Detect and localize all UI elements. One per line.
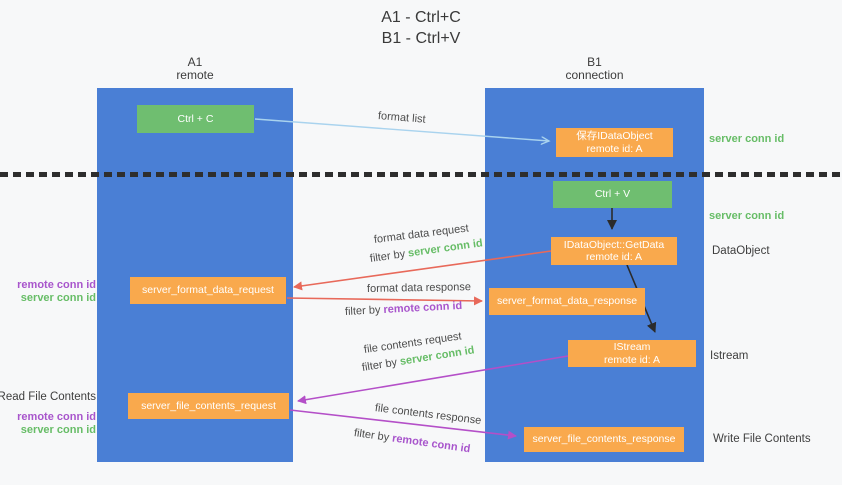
filter-by-text: filter by (344, 303, 384, 318)
ctrl-c-label: Ctrl + C (177, 112, 214, 125)
format-request-node: server_format_data_request (130, 277, 286, 304)
save-dataobject-line1: 保存IDataObject (576, 130, 653, 142)
lifeline-a-name: A1 (187, 55, 203, 69)
write-file-contents-label: Write File Contents (713, 433, 811, 445)
ctrl-v-node: Ctrl + V (553, 181, 672, 208)
ctrl-v-label: Ctrl + V (594, 188, 631, 201)
getdata-line2: remote id: A (585, 251, 643, 263)
file-response-label: server_file_contents_response (532, 433, 676, 446)
remote-conn-id-text: remote conn id (391, 432, 472, 456)
lifeline-a-header: A1 remote (97, 56, 293, 82)
file-contents-response-label: file contents response (374, 402, 482, 427)
format-response-label: server_format_data_response (496, 295, 638, 308)
remote-conn-id-text: remote conn id (383, 299, 463, 316)
filter-by-text: filter by (361, 356, 401, 374)
ctrl-c-node: Ctrl + C (137, 105, 254, 133)
diagram-title: A1 - Ctrl+C B1 - Ctrl+V (0, 7, 842, 49)
left-remote-conn-id-2: remote conn id (17, 411, 96, 423)
right-server-conn-id-top: server conn id (709, 133, 785, 145)
istream-line1: IStream (613, 341, 651, 353)
title-line-b: B1 - Ctrl+V (381, 30, 461, 47)
left-server-conn-id-2: server conn id (20, 424, 96, 436)
dotted-separator (0, 172, 842, 177)
file-response-node: server_file_contents_response (524, 427, 684, 452)
read-file-contents-label: Read File Contents (0, 391, 96, 403)
istream-line2: remote id: A (603, 353, 661, 366)
format-request-label: server_format_data_request (142, 284, 274, 297)
istream-node: IStream remote id: A (568, 340, 696, 367)
filter-remote-conn-label-1: filter by remote conn id (345, 300, 463, 318)
server-conn-id-text: server conn id (407, 237, 484, 260)
left-server-conn-id-1: server conn id (20, 292, 96, 304)
file-request-label: server_file_contents_request (141, 399, 276, 412)
file-request-node: server_file_contents_request (128, 393, 289, 419)
getdata-line1: IDataObject::GetData (563, 238, 665, 251)
lifeline-b-name: B1 (587, 55, 602, 69)
filter-by-text: filter by (353, 427, 393, 445)
lifeline-b-role: connection (565, 68, 624, 82)
save-dataobject-node: 保存IDataObject remote id: A (556, 128, 673, 157)
format-list-label: format list (377, 110, 427, 126)
lifeline-b-header: B1 connection (485, 56, 704, 82)
format-response-node: server_format_data_response (489, 288, 645, 315)
save-dataobject-line2: remote id: A (586, 142, 643, 155)
right-server-conn-id-mid: server conn id (709, 210, 785, 222)
getdata-node: IDataObject::GetData remote id: A (551, 237, 677, 265)
format-data-response-label: format data response (366, 281, 472, 295)
left-remote-conn-id-1: remote conn id (17, 279, 96, 291)
istream-side-label: Istream (710, 350, 749, 362)
lifeline-a-role: remote (176, 68, 214, 82)
title-line-a: A1 - Ctrl+C (381, 9, 461, 26)
filter-by-text: filter by (369, 247, 409, 265)
dataobject-label: DataObject (712, 245, 770, 257)
filter-remote-conn-label-2: filter by remote conn id (353, 427, 471, 455)
